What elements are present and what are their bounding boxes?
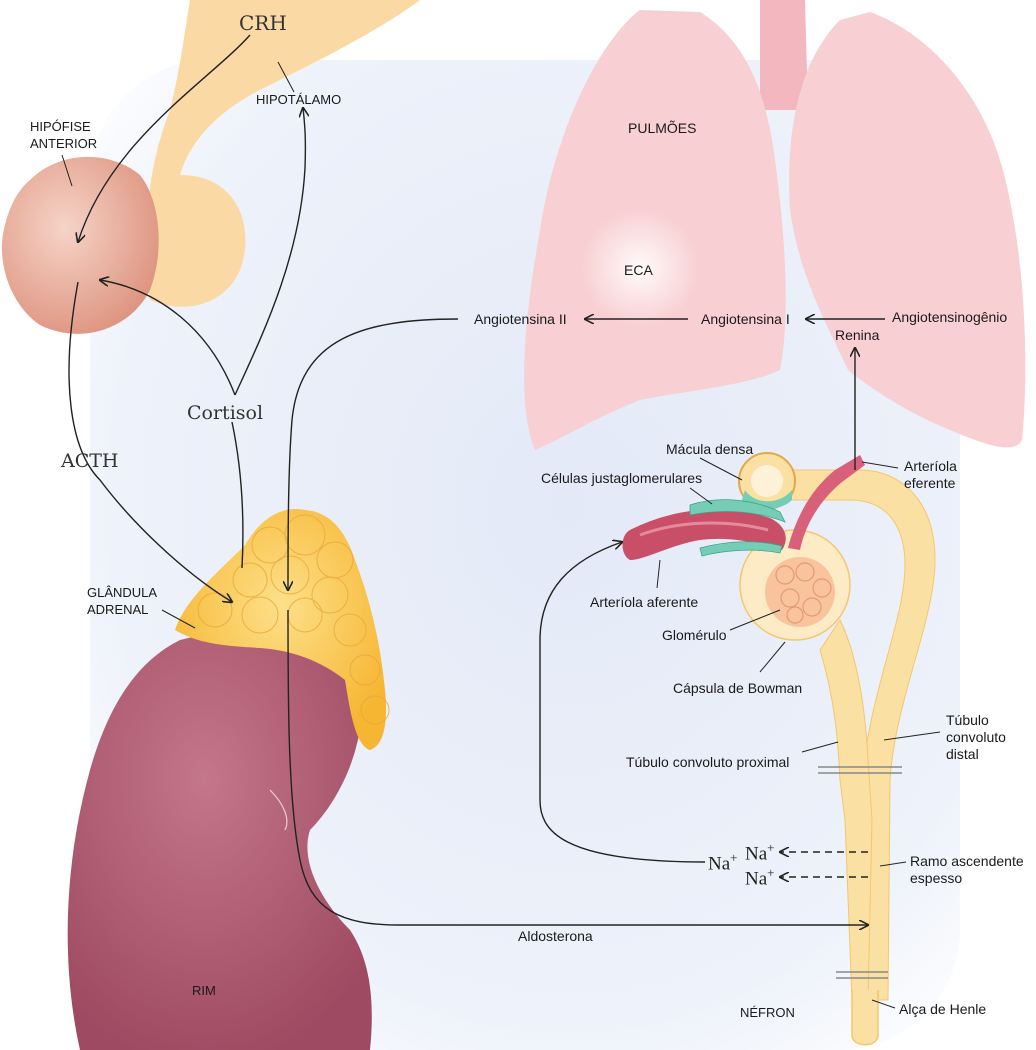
label-cortisol: Cortisol (187, 402, 264, 424)
label-angiotensinogenio: Angiotensinogênio (892, 309, 1008, 325)
label-rim: RIM (192, 983, 216, 998)
flow-arrows (68, 34, 885, 925)
label-glandula-l2: ADRENAL (87, 602, 149, 617)
nephron (622, 452, 936, 1046)
arrow-aldosterone-to-nephron (287, 609, 868, 925)
label-arteriola-eferente-l2: eferente (904, 475, 956, 491)
brain-structures (1, 0, 420, 334)
label-pulmoes: PULMÕES (628, 120, 697, 136)
label-renina: Renina (835, 327, 880, 343)
kidney (67, 632, 372, 1050)
label-macula-densa: Mácula densa (666, 441, 754, 457)
label-celulas-jg: Células justaglomerulares (541, 470, 703, 486)
label-hipofise-l1: HIPÓFISE (30, 119, 91, 134)
right-lung (789, 12, 1026, 448)
loop-of-henle (851, 990, 879, 1046)
label-tubulo-distal-l2: convoluto (946, 729, 1006, 745)
line-adrenal-to-cortisol (231, 421, 244, 569)
lungs (524, 0, 1026, 450)
label-alca: Alça de Henle (899, 1001, 987, 1017)
label-hipofise-l2: ANTERIOR (30, 136, 98, 151)
arrow-acth-to-adrenal (68, 281, 232, 602)
leader-lines (61, 61, 941, 1009)
label-na-plus-2: Na+ (745, 840, 775, 865)
label-glandula-l1: GLÂNDULA (87, 585, 158, 600)
arrow-angiotensin-ii-to-adrenal (288, 318, 459, 590)
arrow-na-to-afferent (539, 542, 706, 863)
label-glomerulo: Glomérulo (662, 627, 727, 643)
eca-glow (580, 208, 700, 328)
pituitary-anterior (1, 156, 159, 334)
label-ramo-l1: Ramo ascendente (910, 853, 1024, 869)
cut-markers (818, 766, 902, 979)
label-hipotalamo: HIPOTÁLAMO (256, 92, 342, 107)
label-tubulo-proximal: Túbulo convoluto proximal (626, 754, 790, 770)
label-acth: ACTH (61, 450, 119, 472)
kidney-hilum-line (269, 789, 288, 831)
arrow-cortisol-to-hypothalamus (234, 108, 305, 396)
hypothalamus (146, 0, 420, 307)
glomerulus (765, 557, 835, 627)
label-angiotensina-i: Angiotensina I (701, 311, 790, 327)
label-tubulo-distal-l1: Túbulo (946, 712, 989, 728)
label-aldosterona: Aldosterona (518, 928, 593, 944)
label-capsula: Cápsula de Bowman (673, 680, 803, 696)
efferent-arteriole (788, 455, 865, 550)
label-ramo-l2: espesso (910, 870, 963, 886)
label-na-plus-1: Na+ (708, 850, 738, 875)
adrenal-gland (175, 509, 390, 750)
label-tubulo-distal-l3: distal (946, 746, 979, 762)
juxtaglomerular-cells (689, 499, 786, 523)
proximal-tubule (819, 619, 873, 1001)
label-arteriola-eferente-l1: Arteríola (904, 458, 957, 474)
arrow-crh-to-pituitary (78, 34, 251, 242)
label-nefron: NÉFRON (740, 1005, 795, 1020)
label-crh: CRH (239, 11, 287, 35)
arrow-cortisol-to-pituitary (100, 280, 236, 396)
label-eca: ECA (624, 262, 653, 278)
label-angiotensina-ii: Angiotensina II (474, 311, 567, 327)
label-arteriola-aferente: Arteríola aferente (590, 594, 699, 610)
trachea (760, 0, 808, 110)
afferent-arteriole (622, 509, 786, 560)
label-na-plus-3: Na+ (745, 865, 775, 890)
